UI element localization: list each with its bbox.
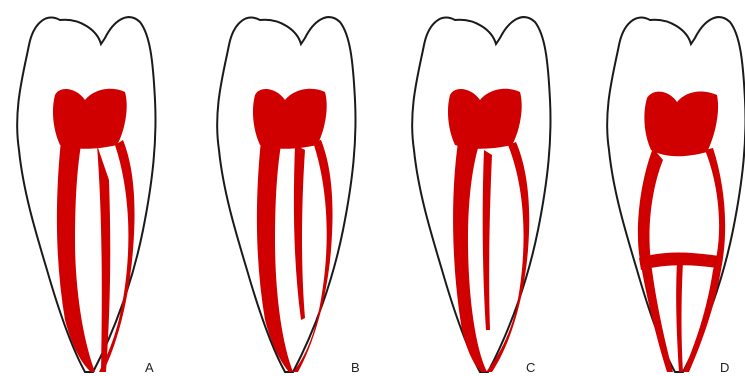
- pulp-chamber: [53, 89, 127, 149]
- tooth-panel-a: A: [17, 17, 155, 375]
- panel-label-b: B: [351, 360, 360, 375]
- panel-label-d: D: [720, 360, 729, 375]
- panel-label-c: C: [526, 360, 535, 375]
- tooth-panel-c: C: [412, 17, 550, 375]
- tooth-outline: [17, 17, 155, 372]
- tooth-panel-d: D: [607, 17, 745, 375]
- pulp-chamber: [448, 89, 522, 149]
- tooth-panel-b: B: [217, 17, 360, 375]
- tooth-outline: [412, 17, 550, 372]
- tooth-outline: [217, 17, 355, 372]
- pulp-chamber: [644, 91, 718, 156]
- pulp-chamber: [253, 89, 327, 149]
- tooth-outline: [607, 17, 745, 372]
- panel-label-a: A: [145, 360, 154, 375]
